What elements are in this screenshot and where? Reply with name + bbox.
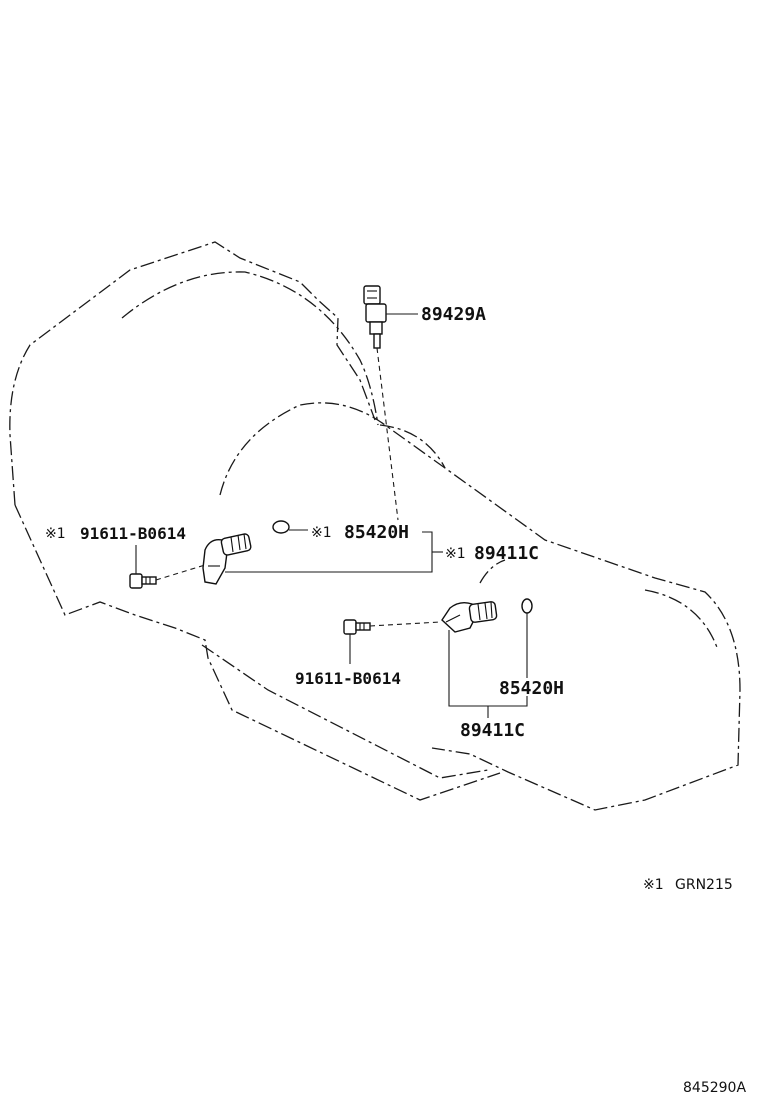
transmission-outline: [9, 241, 741, 811]
upper-bolt-note-mark: ※1: [45, 526, 66, 542]
lower-sensor-part-number[interactable]: 89411C: [460, 720, 525, 741]
upper-oring-part[interactable]: [272, 520, 290, 534]
upper-bolt-install-line: [155, 564, 206, 581]
lower-speed-sensor-part[interactable]: [441, 601, 498, 633]
upper-oring-note-mark: ※1: [311, 525, 332, 541]
upper-sensor-part-number[interactable]: 89411C: [474, 543, 539, 564]
lower-bolt-install-line: [369, 621, 441, 627]
lower-oring-part-number[interactable]: 85420H: [499, 678, 564, 699]
footnote-mark: ※1: [643, 877, 664, 893]
switch-part-number[interactable]: 89429A: [421, 304, 486, 325]
upper-speed-sensor-part[interactable]: [202, 533, 252, 585]
figure-id: 845290A: [683, 1080, 746, 1096]
lower-bolt-part[interactable]: [343, 619, 371, 635]
switch-install-line: [376, 347, 399, 521]
lower-bolt-part-number[interactable]: 91611-B0614: [295, 669, 401, 688]
lower-oring-part[interactable]: [521, 598, 533, 614]
transmission-switch-part[interactable]: [363, 285, 387, 349]
upper-bolt-part[interactable]: [129, 573, 157, 589]
upper-oring-part-number[interactable]: 85420H: [344, 522, 409, 543]
upper-sensor-note-mark: ※1: [445, 546, 466, 562]
upper-bolt-part-number[interactable]: 91611-B0614: [80, 524, 186, 543]
footnote-text: GRN215: [675, 877, 733, 893]
